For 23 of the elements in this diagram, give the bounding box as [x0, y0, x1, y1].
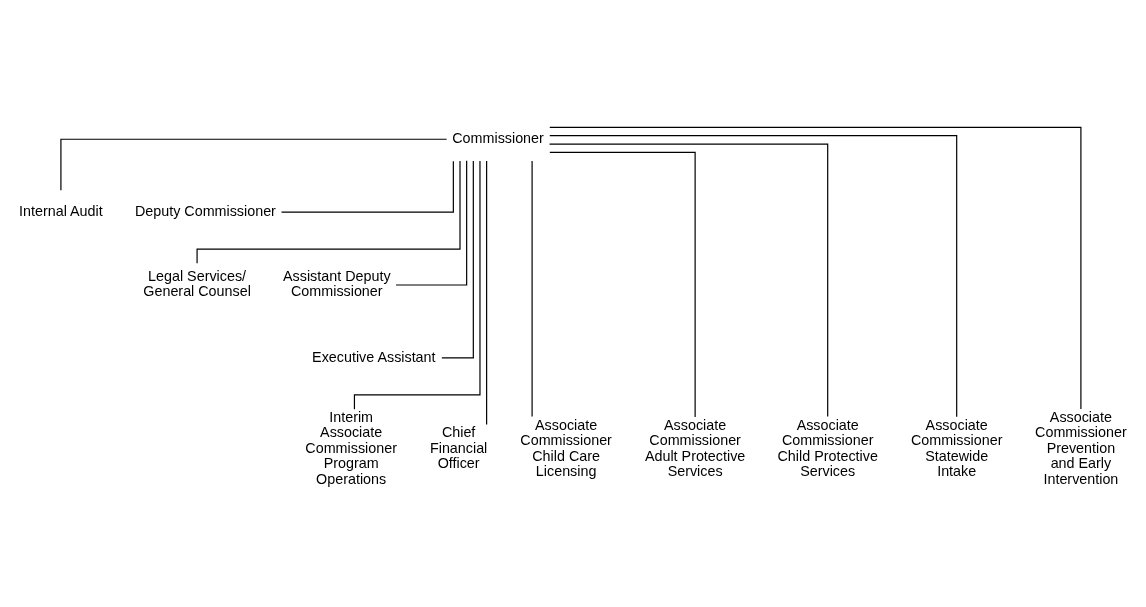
- connector: [395, 160, 468, 286]
- node-text: Associate Commissioner Adult Protective Services: [644, 416, 746, 480]
- connector: [60, 138, 448, 191]
- connector: [280, 160, 454, 213]
- node-text: Associate Commissioner Prevention and Early Intervention: [1035, 408, 1127, 487]
- node-text: Associate Commissioner Child Protective Services: [777, 416, 878, 480]
- node-text: Internal Audit: [19, 202, 103, 219]
- node-text: Assistant Deputy Commissioner: [283, 267, 391, 300]
- connector: [549, 135, 958, 418]
- connector: [549, 126, 1082, 410]
- connector: [486, 160, 488, 426]
- node-text: Chief Financial Officer: [429, 424, 488, 472]
- node-text: Deputy Commissioner: [134, 202, 276, 219]
- node-text: Associate Commissioner Child Care Licensing: [520, 416, 612, 480]
- connector: [548, 143, 829, 418]
- node-text: Legal Services/ General Counsel: [143, 267, 251, 300]
- node-text: Commissioner: [452, 129, 544, 146]
- node-text: Associate Commissioner Statewide Intake: [910, 416, 1003, 480]
- connector: [549, 151, 696, 418]
- node-text: Interim Associate Commissioner Program Operations: [305, 408, 397, 487]
- connector: [531, 160, 533, 418]
- node-text: Executive Assistant: [312, 348, 436, 365]
- connector: [441, 160, 474, 359]
